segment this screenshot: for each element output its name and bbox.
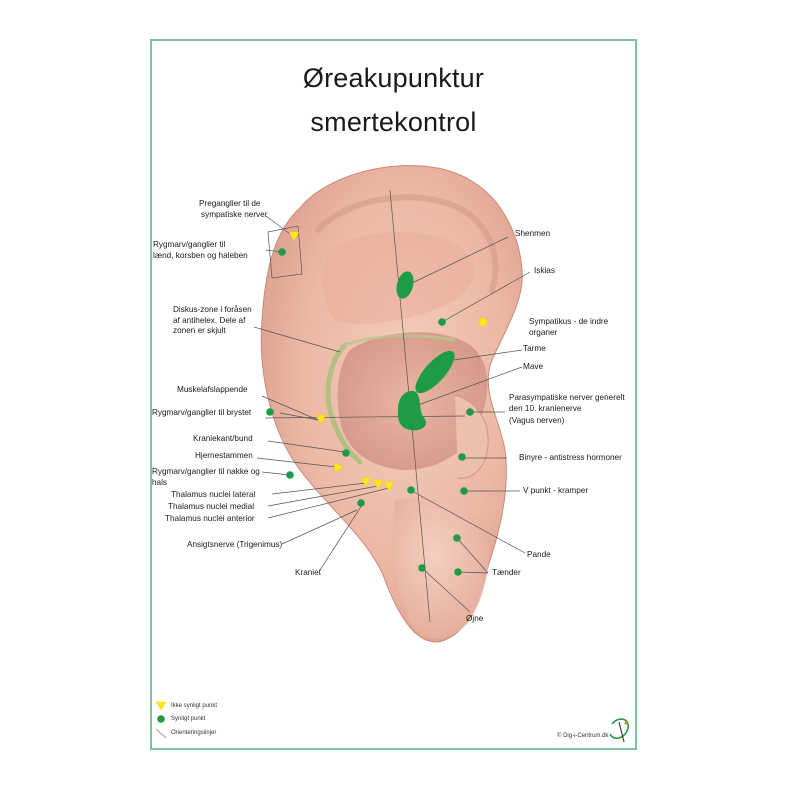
- point-taender-1: [453, 534, 461, 542]
- legend-lines-label: Orienteringslinjer: [171, 730, 217, 736]
- legend-hidden-label: Ikke synligt punkt: [171, 703, 218, 709]
- label-mave: Mave: [523, 362, 544, 371]
- fossa: [323, 231, 475, 324]
- point-preganglier: [288, 231, 300, 242]
- point-ansigtsnerve: [357, 499, 365, 507]
- label-muskelafslappende: Muskelafslappende: [177, 385, 248, 394]
- label-taender: Tænder: [492, 568, 521, 577]
- point-parasympatiske: [466, 408, 474, 416]
- logo-icon: [609, 718, 629, 743]
- point-taender-2: [454, 568, 462, 576]
- leader-lines: [253, 215, 531, 613]
- earlobe: [392, 498, 489, 639]
- visible-points: [266, 248, 474, 576]
- label-rygmarv-bryst: Rygmarv/ganglier til brystet: [152, 408, 252, 417]
- label-iskias: Iskias: [534, 266, 555, 275]
- copyright: © Dig-i-Centrum.dk: [557, 733, 609, 739]
- shenmen-zone: [396, 271, 414, 299]
- point-ojne: [418, 564, 426, 572]
- legend-visible-icon: [157, 715, 165, 723]
- point-pande: [407, 486, 415, 494]
- parasympatiske-zone: [397, 390, 427, 431]
- legend-hidden-icon: [155, 701, 167, 711]
- point-rygmarv-laend: [278, 248, 286, 256]
- label-kraniet: Kraniet: [295, 568, 321, 577]
- point-muskelafslappende: [315, 414, 327, 425]
- point-rygmarv-nakke: [286, 471, 294, 479]
- point-hjernestammen: [333, 462, 345, 473]
- label-ojne: Øjne: [466, 614, 484, 623]
- label-v-punkt: V punkt - kramper: [523, 486, 589, 495]
- label-shenmen: Shenmen: [515, 229, 551, 238]
- legend-visible-label: Synligt punkt: [171, 716, 206, 722]
- label-kraniekant: Kraniekant/bund: [193, 434, 253, 443]
- label-pande: Pande: [527, 550, 551, 559]
- legend-line-icon: [155, 728, 167, 739]
- antihelix-top: [344, 334, 456, 347]
- point-rygmarv-bryst: [266, 408, 274, 416]
- label-tarme: Tarme: [523, 344, 546, 353]
- label-thalamus-anterior: Thalamus nuclei anterior: [165, 514, 255, 523]
- point-iskias: [438, 318, 446, 326]
- point-kraniekant: [342, 449, 350, 457]
- label-hjernestammen: Hjernestammen: [195, 451, 253, 460]
- green-zones: [396, 271, 455, 431]
- label-ansigtsnerve: Ansigtsnerve (Trigenimus): [187, 540, 283, 549]
- point-thalamus-anterior: [383, 481, 395, 492]
- tarme-mave-zone: [415, 350, 455, 394]
- page-title-line2: smertekontrol: [310, 107, 477, 137]
- legend-symbols: [155, 701, 167, 739]
- point-thalamus-medial: [372, 479, 384, 490]
- label-thalamus-lateral: Thalamus nuclei lateral: [171, 490, 256, 499]
- point-thalamus-lateral: [360, 477, 372, 488]
- label-binyre: Binyre - antistress hormoner: [519, 453, 622, 462]
- helix-fold: [315, 194, 499, 293]
- point-sympatikus: [478, 317, 488, 327]
- hidden-points: [288, 231, 488, 492]
- point-v-punkt: [460, 487, 468, 495]
- preganglier-zone: [267, 225, 303, 279]
- label-thalamus-medial: Thalamus nuclei medial: [168, 502, 255, 511]
- antihelix-diskus-zone: [325, 342, 363, 465]
- page-title-line1: Øreakupunktur: [302, 63, 485, 93]
- point-binyre: [458, 453, 466, 461]
